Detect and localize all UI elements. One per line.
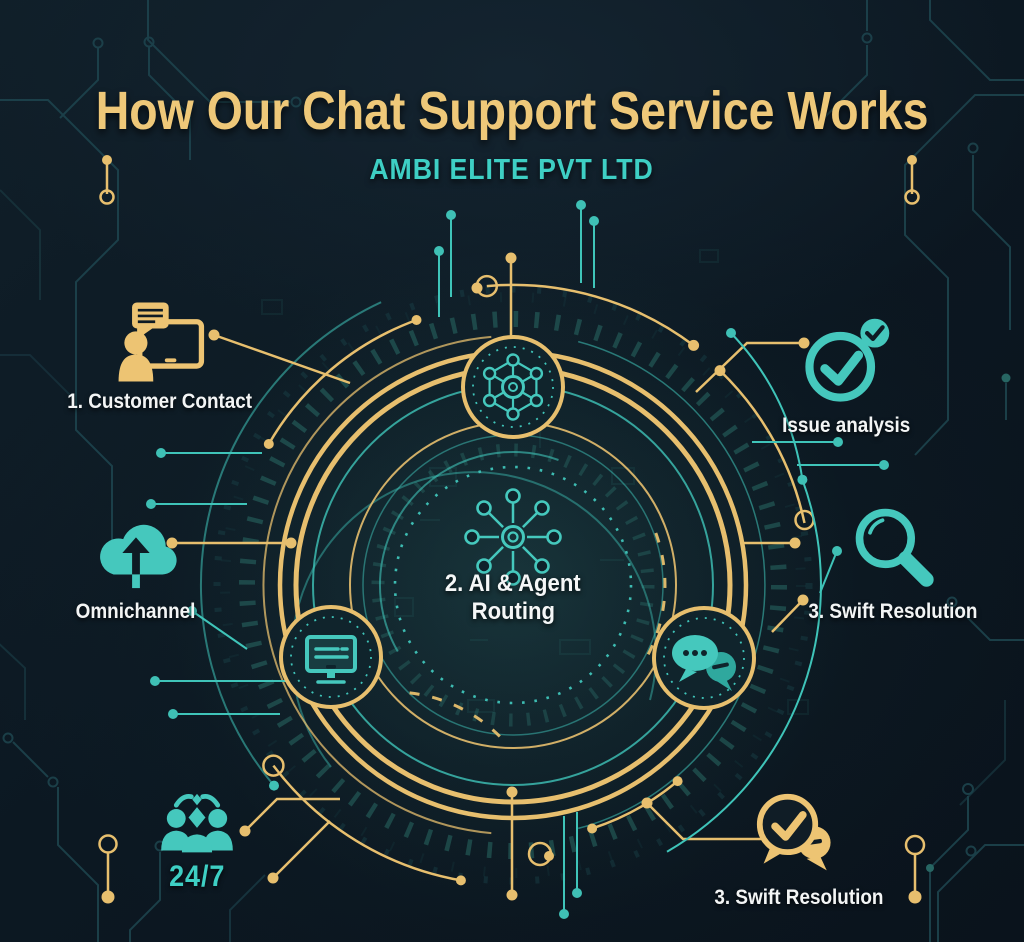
ring-badge-right: [652, 606, 756, 710]
pcb-texture: [261, 249, 809, 715]
center-step-line1: 2. AI & Agent: [445, 570, 581, 597]
team-icon: [161, 793, 233, 853]
company-name: AMBI ELITE PVT LTD: [369, 154, 655, 186]
support-hours-label: 24/7: [168, 860, 226, 893]
step-issue-analysis: Issue analysis: [716, 316, 976, 438]
step-customer-contact: 1. Customer Contact: [30, 300, 290, 414]
gold-pin-connectors: [98, 155, 926, 904]
magnifier-icon: [855, 508, 934, 587]
chat-check-icon: [756, 793, 831, 871]
cloud-upload-icon: [100, 524, 177, 589]
issue-analysis-icon: [805, 318, 890, 402]
customer-contact-icon: [118, 302, 205, 382]
chat-bubbles-icon: [672, 635, 736, 691]
molecule-network-icon: [482, 353, 544, 421]
hub-network-icon: [464, 488, 562, 586]
ring-badge-top: [461, 335, 565, 439]
ring-badge-left: [279, 605, 383, 709]
step-swift-resolution-bottom: 3. Swift Resolution: [669, 790, 929, 910]
gold-connectors: [166, 252, 815, 901]
center-step-label: 2. AI & Agent Routing: [393, 570, 633, 625]
page-title: How Our Chat Support Service Works: [95, 81, 929, 141]
teal-connectors: [146, 200, 889, 919]
step-swift-resolution-right: 3. Swift Resolution: [763, 504, 1023, 624]
step-omnichannel: Omnichannel: [6, 512, 266, 624]
center-step-line2: Routing: [471, 597, 555, 625]
step-support-hours: 24/7: [67, 792, 327, 894]
monitor-icon: [305, 635, 357, 684]
